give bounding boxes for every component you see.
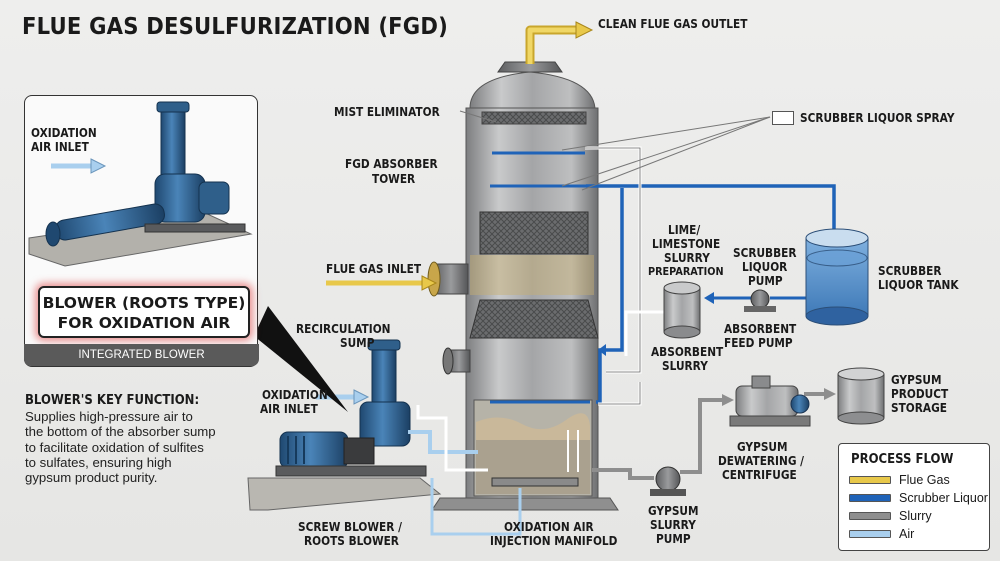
label-gypsum-pump-2: SLURRY: [650, 518, 696, 532]
tower-base: [431, 497, 619, 511]
scrubber-spray-key-box: [772, 111, 794, 125]
label-oxidation-air-inlet-1: OXIDATION: [262, 388, 328, 402]
label-gypsum-dewatering-3: CENTRIFUGE: [722, 468, 797, 482]
legend-title: PROCESS FLOW: [851, 452, 954, 467]
callout-line-1: BLOWER (ROOTS TYPE): [42, 294, 246, 312]
label-scrubber-liquor-spray: SCRUBBER LIQUOR SPRAY: [800, 111, 955, 125]
key-function-title: BLOWER'S KEY FUNCTION:: [25, 393, 200, 408]
legend-swatch-air: [849, 530, 891, 538]
label-screw-blower-2: ROOTS BLOWER: [304, 534, 399, 548]
label-gypsum-dewatering-1: GYPSUM: [737, 440, 788, 454]
legend-swatch-flue-gas: [849, 476, 891, 484]
blower-base-main: [247, 477, 442, 511]
lime-slurry-prep-tank: [663, 281, 701, 339]
inset-caption: INTEGRATED BLOWER: [24, 344, 259, 366]
label-flue-gas-inlet: FLUE GAS INLET: [326, 262, 422, 276]
key-function-body: Supplies high-pressure air to the bottom…: [25, 409, 270, 485]
label-mist-eliminator: MIST ELIMINATOR: [334, 105, 440, 119]
label-clean-flue-gas-outlet: CLEAN FLUE GAS OUTLET: [598, 17, 748, 31]
label-lime-prep-1: LIME/: [668, 223, 701, 237]
label-gypsum-storage-3: STORAGE: [891, 401, 947, 415]
process-flow-legend: PROCESS FLOW Flue Gas Scrubber Liquor Sl…: [838, 443, 990, 551]
label-fgd-absorber-1: FGD ABSORBER: [345, 157, 438, 171]
label-oxidation-injection-2: INJECTION MANIFOLD: [490, 534, 618, 548]
spray-leader-lines: [459, 110, 771, 191]
legend-label: Flue Gas: [899, 473, 950, 487]
key-function-line: to sulfates, ensuring high: [25, 454, 172, 470]
inset-air-arrow: [51, 158, 107, 174]
injection-manifold-risers: [567, 430, 579, 472]
scrubber-liquor-tank: [805, 228, 869, 326]
label-gypsum-pump-3: PUMP: [656, 532, 691, 546]
legend-swatch-slurry: [849, 512, 891, 520]
key-function-line: gypsum product purity.: [25, 470, 158, 486]
key-function-line: Supplies high-pressure air to: [25, 409, 193, 424]
gypsum-storage-silo: [837, 367, 885, 425]
gypsum-centrifuge: [729, 375, 811, 427]
label-fgd-absorber-2: TOWER: [372, 172, 416, 186]
label-lime-prep-4: PREPARATION: [648, 265, 724, 278]
key-function-line: the bottom of the absorber sump: [25, 424, 216, 440]
callout-line-2: FOR OXIDATION AIR: [57, 314, 231, 332]
label-scrubber-pump-2: LIQUOR: [742, 260, 788, 274]
legend-item: Scrubber Liquor: [849, 490, 988, 506]
gypsum-slurry-pump: [650, 466, 686, 496]
inset-pointer: [254, 306, 348, 412]
label-absorbent-feed-pump-1: ABSORBENT: [724, 322, 797, 336]
legend-label: Scrubber Liquor: [899, 491, 988, 505]
flue-gas-inlet-nozzle: [427, 261, 469, 297]
label-recirculation-2: SUMP: [340, 336, 375, 350]
slurry-line: [592, 468, 654, 480]
inset-oxidation-air-inlet-label-2: AIR INLET: [31, 140, 89, 154]
label-absorbent-slurry-2: SLURRY: [662, 359, 708, 373]
label-scrubber-pump-3: PUMP: [748, 274, 783, 288]
label-scrubber-tank-2: LIQUOR TANK: [878, 278, 959, 292]
legend-label: Slurry: [899, 509, 932, 523]
label-lime-prep-2: LIMESTONE: [652, 237, 721, 251]
label-scrubber-pump-1: SCRUBBER: [733, 246, 797, 260]
scrubber-liquor-pump: [744, 289, 806, 312]
label-lime-prep-3: SLURRY: [664, 251, 710, 265]
legend-item: Flue Gas: [849, 472, 950, 488]
label-gypsum-pump-1: GYPSUM: [648, 504, 699, 518]
roots-blower-main: [275, 339, 427, 477]
legend-item: Air: [849, 526, 914, 542]
label-gypsum-storage-1: GYPSUM: [891, 373, 942, 387]
label-gypsum-storage-2: PRODUCT: [891, 387, 949, 401]
label-gypsum-dewatering-2: DEWATERING /: [718, 454, 805, 468]
label-absorbent-slurry-1: ABSORBENT: [651, 345, 724, 359]
legend-swatch-scrubber-liquor: [849, 494, 891, 502]
clean-flue-gas-outlet-pipe: [525, 25, 578, 64]
blower-callout: BLOWER (ROOTS TYPE) FOR OXIDATION AIR: [38, 286, 250, 338]
fgd-absorber-tower: [465, 61, 599, 499]
inset-oxidation-air-inlet-label-1: OXIDATION: [31, 126, 97, 140]
legend-label: Air: [899, 527, 915, 541]
legend-item: Slurry: [849, 508, 932, 524]
label-screw-blower-1: SCREW BLOWER /: [298, 520, 402, 534]
label-oxidation-air-inlet-2: AIR INLET: [260, 402, 318, 416]
page-title: FLUE GAS DESULFURIZATION (FGD): [22, 14, 448, 40]
scrubber-liquor-line: [586, 184, 836, 236]
label-absorbent-feed-pump-2: FEED PUMP: [724, 336, 793, 350]
label-recirculation-1: RECIRCULATION: [296, 322, 391, 336]
recirculation-sump-nozzle: [442, 347, 471, 375]
label-oxidation-injection-1: OXIDATION AIR: [504, 520, 594, 534]
inset-blower-illustration: [28, 101, 253, 267]
key-function-line: to facilitate oxidation of sulfites: [25, 439, 204, 455]
label-scrubber-tank-1: SCRUBBER: [878, 264, 942, 278]
